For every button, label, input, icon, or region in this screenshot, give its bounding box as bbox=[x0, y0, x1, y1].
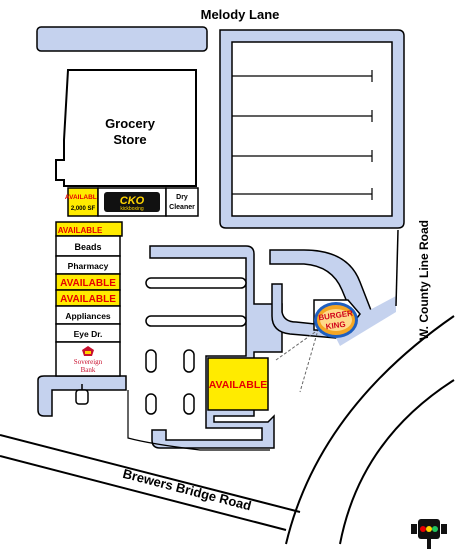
melody-lane-parking-strip bbox=[36, 26, 208, 52]
unit-available-c-label: AVAILABLE bbox=[60, 294, 116, 305]
pad-site-available-label: AVAILABLE bbox=[209, 379, 268, 391]
pad-site-available bbox=[207, 357, 269, 411]
county-line-road-label: W. County Line Road bbox=[417, 220, 431, 340]
unit-beads-label: Beads bbox=[74, 242, 101, 252]
brewers-bridge-road-south-edge bbox=[0, 455, 287, 531]
grocery-store-label-line1: Grocery bbox=[105, 116, 156, 131]
burger-king-logo-icon bbox=[314, 302, 358, 338]
unit-available-b-label: AVAILABLE bbox=[60, 278, 116, 289]
atm-kiosk bbox=[75, 389, 89, 405]
west-side-drive bbox=[37, 375, 127, 417]
site-boundary bbox=[127, 390, 270, 451]
northeast-parking-lot bbox=[219, 29, 405, 229]
unit-eye-dr-label: Eye Dr. bbox=[74, 329, 103, 339]
burger-king-logo-line2: KING bbox=[325, 320, 346, 332]
bank-label-line1: Sovereign bbox=[74, 358, 103, 366]
brewers-bridge-road-label: Brewers Bridge Road bbox=[121, 466, 253, 514]
cko-logo-badge bbox=[104, 192, 160, 212]
dry-cleaner-label-line2: Cleaner bbox=[169, 204, 195, 211]
w-county-line-road-edge bbox=[339, 379, 455, 545]
grocery-store-building bbox=[55, 69, 197, 187]
melody-lane-label: Melody Lane bbox=[201, 7, 280, 22]
center-parking-islands bbox=[145, 277, 247, 415]
w-county-line-road bbox=[285, 315, 455, 545]
unit-sovereign-bank bbox=[55, 341, 121, 377]
bank-label-line2: Bank bbox=[81, 366, 96, 374]
cko-logo-subtext: kickboxing bbox=[120, 206, 144, 212]
unit-available-2000sf bbox=[67, 187, 99, 217]
northeast-stall-lines bbox=[232, 70, 373, 200]
unit-dry-cleaner bbox=[165, 187, 199, 217]
cko-logo-text: CKO bbox=[120, 195, 145, 207]
brewers-bridge-road-north-edge bbox=[0, 434, 301, 513]
unit-appliances-label: Appliances bbox=[65, 311, 111, 321]
unit-available-a-label: AVAILABLE bbox=[58, 226, 103, 235]
w-county-line-road-west-edge bbox=[395, 229, 399, 307]
grocery-store-label-line2: Store bbox=[113, 132, 146, 147]
sovereign-bank-logo-icon bbox=[82, 346, 94, 356]
burger-king-drive-thru bbox=[269, 249, 375, 339]
unit-available-2000sf-label: AVAILABLE bbox=[65, 194, 102, 201]
unit-pharmacy-label: Pharmacy bbox=[68, 261, 109, 271]
dry-cleaner-label-line1: Dry bbox=[176, 194, 188, 201]
center-parking-lot bbox=[149, 245, 283, 449]
unit-available-2000sf-size: 2,000 SF bbox=[71, 206, 96, 212]
traffic-light-icon bbox=[411, 519, 447, 549]
